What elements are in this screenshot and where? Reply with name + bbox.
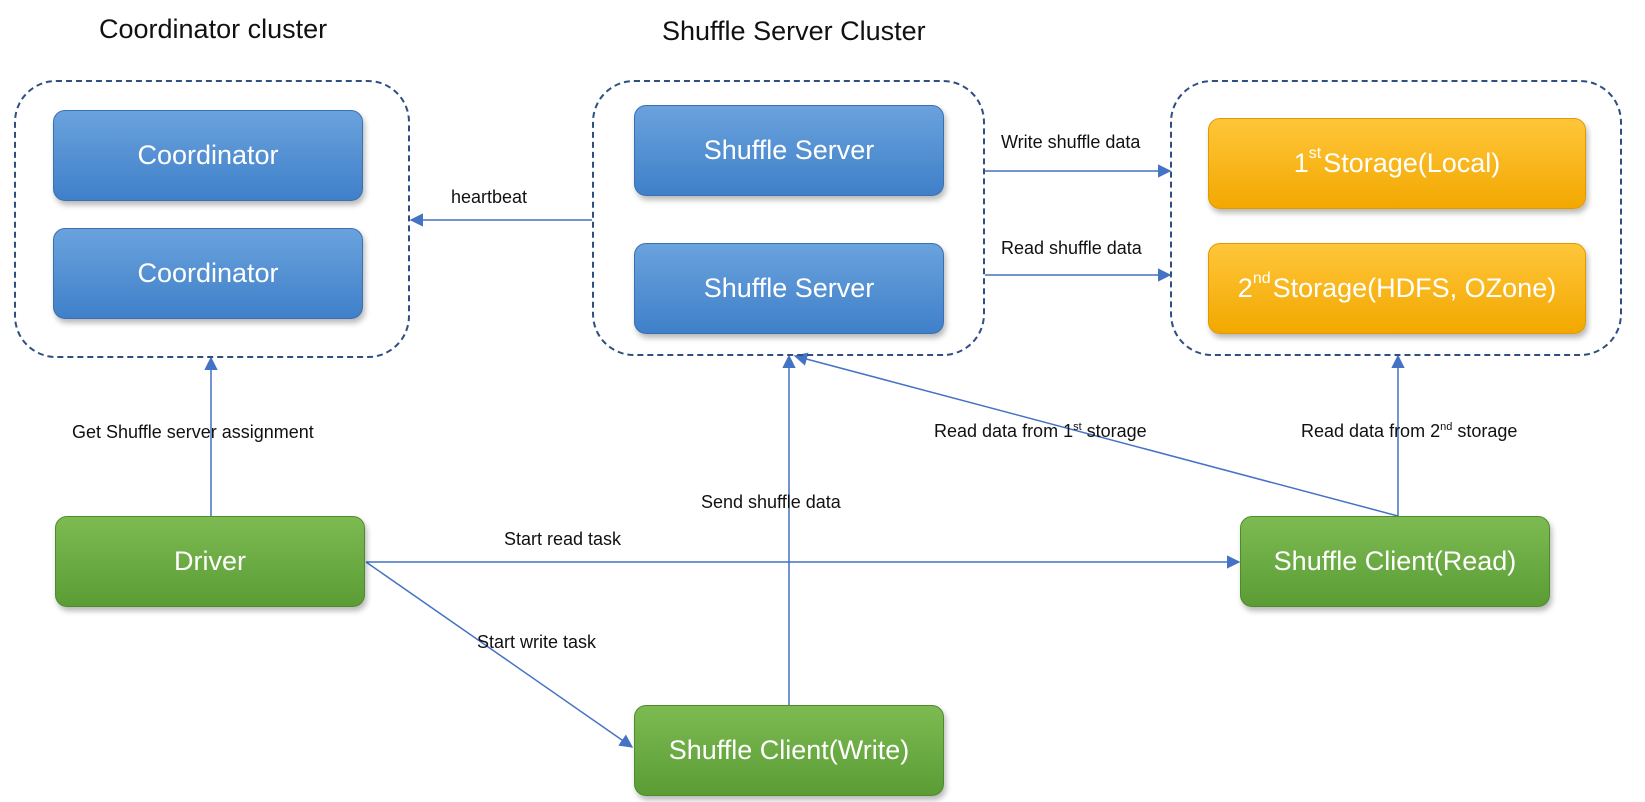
driver-node: Driver [55,516,365,607]
coordinator-cluster-title: Coordinator cluster [99,14,328,44]
coordinator-node: Coordinator [53,228,363,319]
coordinator-label: Coordinator [137,140,279,170]
storage-label: 2ndStorage(HDFS, OZone) [1237,270,1557,304]
storage-cluster [1170,80,1622,356]
arrow-start-write-task [365,561,634,748]
read-from-1st-storage-label: Read data from 1st storage [934,421,1147,441]
shuffle-server-cluster [592,80,985,356]
client-write-label: Shuffle Client(Write) [668,735,910,765]
heartbeat-label: heartbeat [451,187,528,207]
get-assignment-label: Get Shuffle server assignment [72,422,314,442]
storage-local-node: 1stStorage(Local) [1208,118,1586,209]
read-from-2nd-storage-label: Read data from 2nd storage [1301,421,1518,441]
client-read-label: Shuffle Client(Read) [1273,546,1517,576]
read-shuffle-data-label: Read shuffle data [1001,238,1142,258]
storage-label: 1stStorage(Local) [1293,145,1501,179]
start-write-task-label: Start write task [477,632,597,652]
coordinator-label: Coordinator [137,258,279,288]
driver-label: Driver [174,546,246,576]
write-shuffle-data-label: Write shuffle data [1001,132,1141,152]
shuffle-server-node: Shuffle Server [634,105,944,196]
shuffle-client-read-node: Shuffle Client(Read) [1240,516,1550,607]
send-shuffle-data-label: Send shuffle data [701,492,841,512]
shuffle-server-label: Shuffle Server [703,273,875,303]
start-read-task-label: Start read task [504,529,622,549]
shuffle-server-label: Shuffle Server [703,135,875,165]
coordinator-cluster [14,80,410,358]
arrow-read-from-1st [793,352,1399,517]
coordinator-node: Coordinator [53,110,363,201]
shuffle-server-node: Shuffle Server [634,243,944,334]
storage-hdfs-node: 2ndStorage(HDFS, OZone) [1208,243,1586,334]
shuffle-client-write-node: Shuffle Client(Write) [634,705,944,796]
shuffle-server-cluster-title: Shuffle Server Cluster [662,16,926,46]
